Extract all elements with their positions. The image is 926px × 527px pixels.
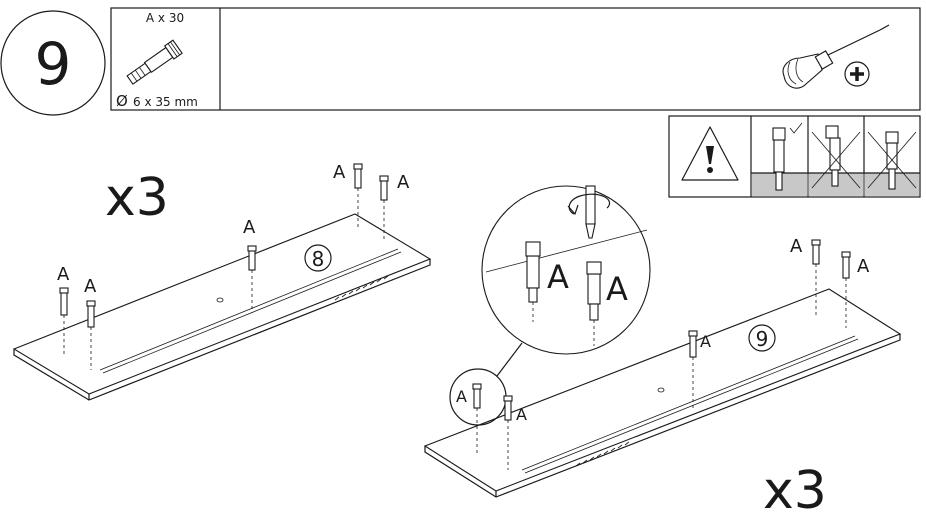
parts-bar: A x 30 Ø 6 x 35 mm: [110, 7, 921, 111]
step-number: 9: [35, 30, 72, 98]
dowel-part-icon: [126, 39, 183, 85]
dowel-correct-icon: [772, 122, 803, 191]
svg-text:A: A: [243, 217, 256, 238]
svg-text:A: A: [397, 172, 410, 193]
diameter-symbol: Ø: [116, 92, 128, 110]
svg-text:A: A: [700, 332, 711, 351]
dowel-marker: A: [333, 162, 363, 230]
dowel-marker: A: [790, 236, 821, 315]
dowel-marker: A: [586, 261, 628, 346]
svg-text:A: A: [333, 162, 346, 183]
warning-triangle-icon: [681, 126, 739, 181]
step-number-badge: 9: [0, 10, 106, 116]
dowel-marker: A: [841, 251, 870, 328]
detail-label-1: A: [547, 258, 569, 296]
detail-callout-large: A A: [481, 185, 651, 355]
svg-text:A: A: [57, 264, 70, 285]
svg-text:A: A: [456, 387, 467, 406]
dowel-marker: A: [57, 264, 70, 355]
dowel-marker: A: [503, 395, 527, 470]
dowel-marker: A: [84, 276, 97, 370]
dowel-marker: A: [379, 172, 410, 242]
parts-size: 6 x 35 mm: [133, 95, 198, 109]
dowel-marker: A: [243, 217, 257, 313]
left-panel-number: 8: [312, 247, 325, 271]
right-panel-assembly: 9 x3 A A A A: [423, 236, 902, 521]
left-panel-assembly: x3 8 A A A A: [12, 162, 432, 401]
detail-label-2: A: [606, 270, 628, 308]
phillips-head-icon: [844, 61, 870, 87]
svg-text:A: A: [516, 405, 527, 424]
left-multiplier: x3: [105, 168, 169, 228]
screwdriver-icon: [567, 185, 610, 239]
svg-text:A: A: [790, 236, 803, 257]
warning-box: [668, 115, 921, 198]
right-multiplier: x3: [763, 461, 827, 521]
right-panel-number: 9: [756, 327, 769, 351]
dowel-wrong-icon: [811, 125, 861, 189]
svg-text:A: A: [84, 276, 97, 297]
dowel-marker: A: [688, 330, 711, 408]
dowel-marker: A: [525, 241, 569, 322]
parts-quantity: A x 30: [146, 11, 184, 25]
dowel-wrong-icon: [867, 131, 917, 190]
screwdriver-icon: [782, 24, 890, 89]
svg-text:A: A: [857, 256, 870, 277]
